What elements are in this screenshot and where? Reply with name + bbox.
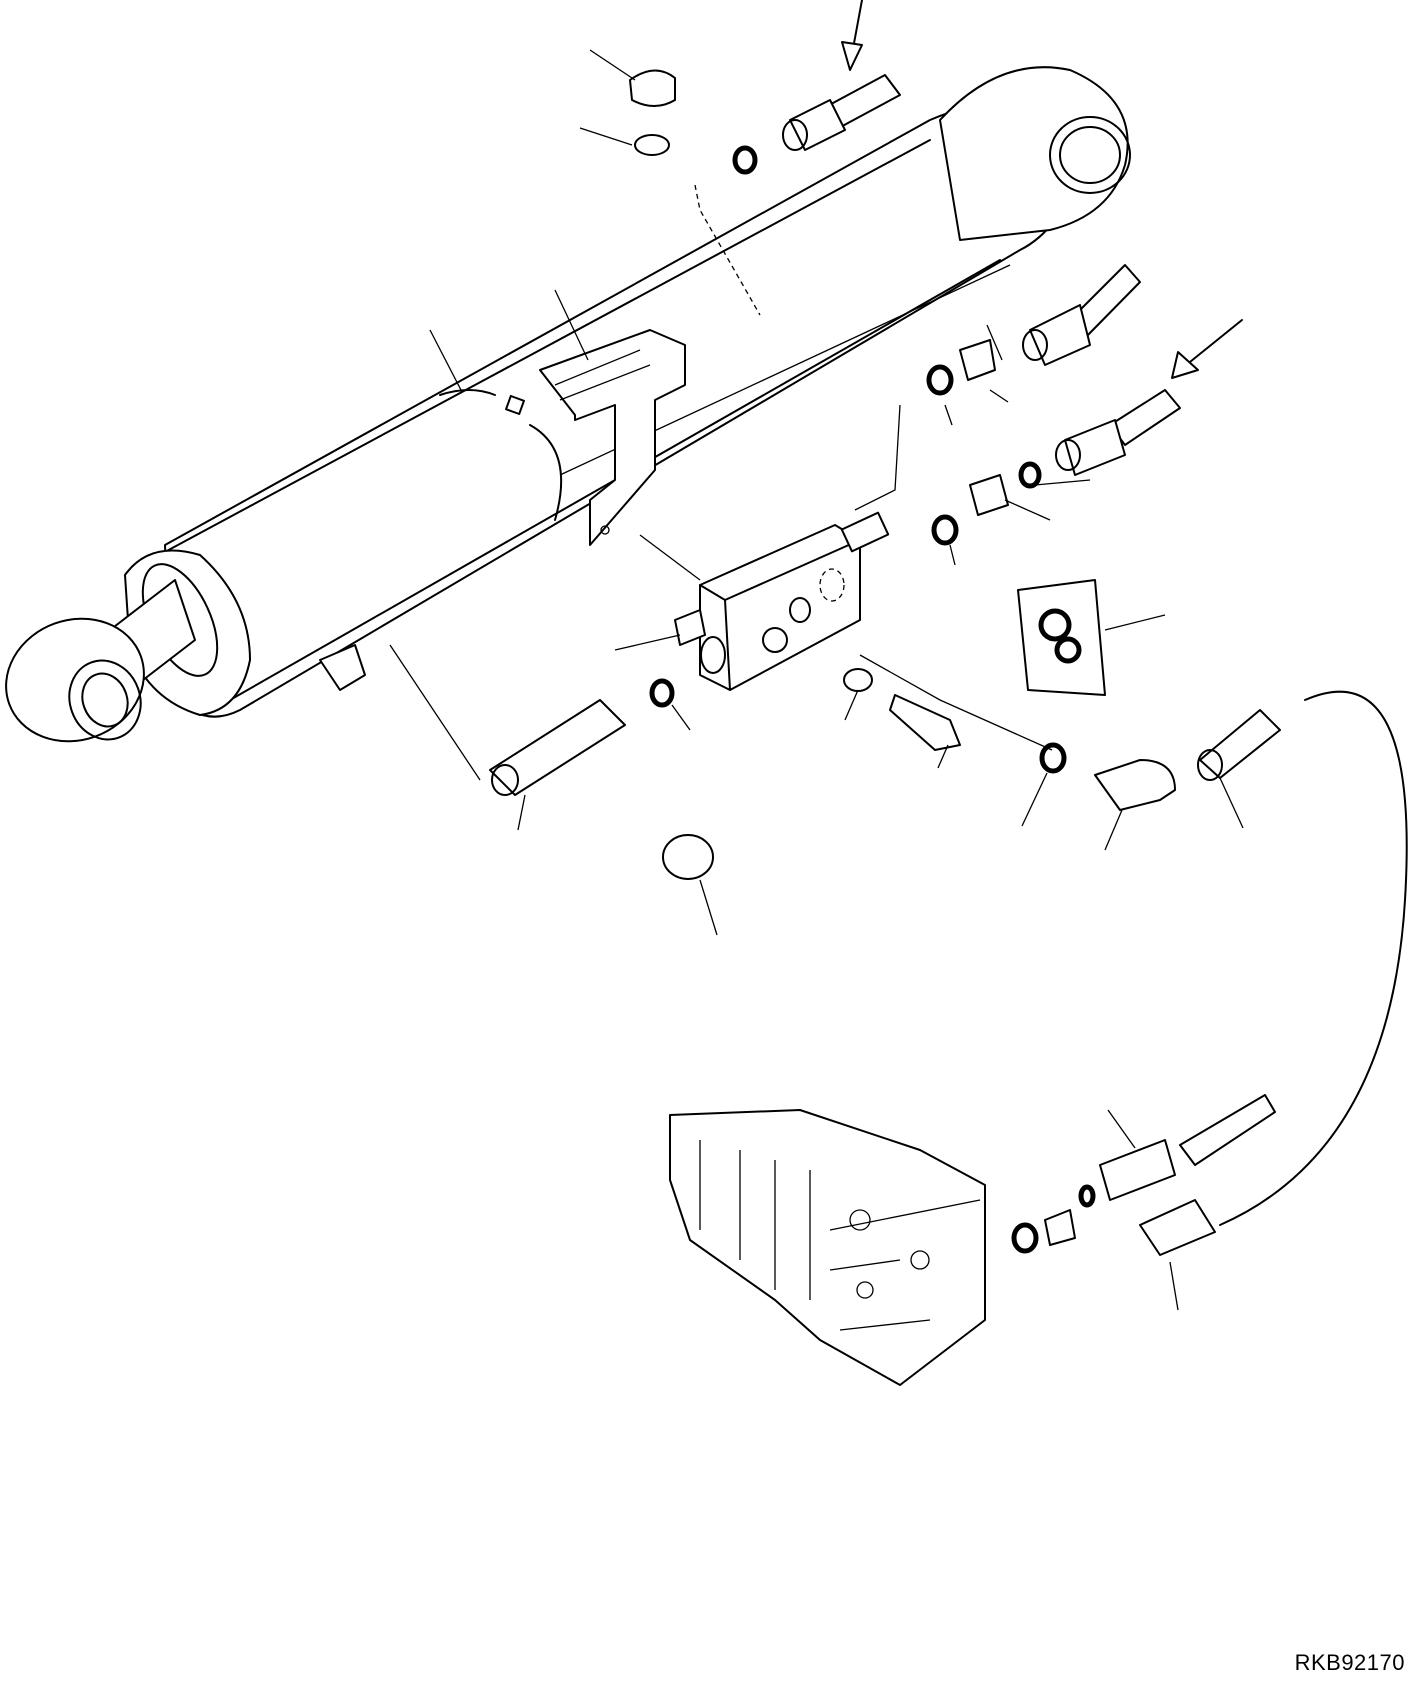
flow-arrows [841, 0, 1243, 379]
main-control-valve [669, 1094, 1276, 1386]
upper-hose-assembly [629, 69, 901, 316]
hose-clip [662, 834, 714, 880]
long-hose [1219, 690, 1408, 1226]
drawing-reference-code: RKB92170 [1294, 1650, 1405, 1675]
band-clamp [529, 424, 563, 521]
o-ring-top [732, 145, 758, 175]
plug-cap [629, 69, 676, 107]
seal-kit [1017, 579, 1106, 696]
bolt [889, 694, 961, 751]
hydraulic-cylinder [5, 66, 1131, 743]
lower-fittings [319, 644, 1281, 880]
valve-bracket [539, 329, 686, 546]
right-hoses [926, 264, 1181, 546]
washer [634, 134, 670, 156]
arrow-right [1179, 319, 1243, 371]
elbow-fitting [1094, 759, 1176, 811]
leader-lines [389, 49, 1244, 1311]
safety-valve-block [674, 511, 890, 691]
bottom-eye [939, 66, 1129, 241]
